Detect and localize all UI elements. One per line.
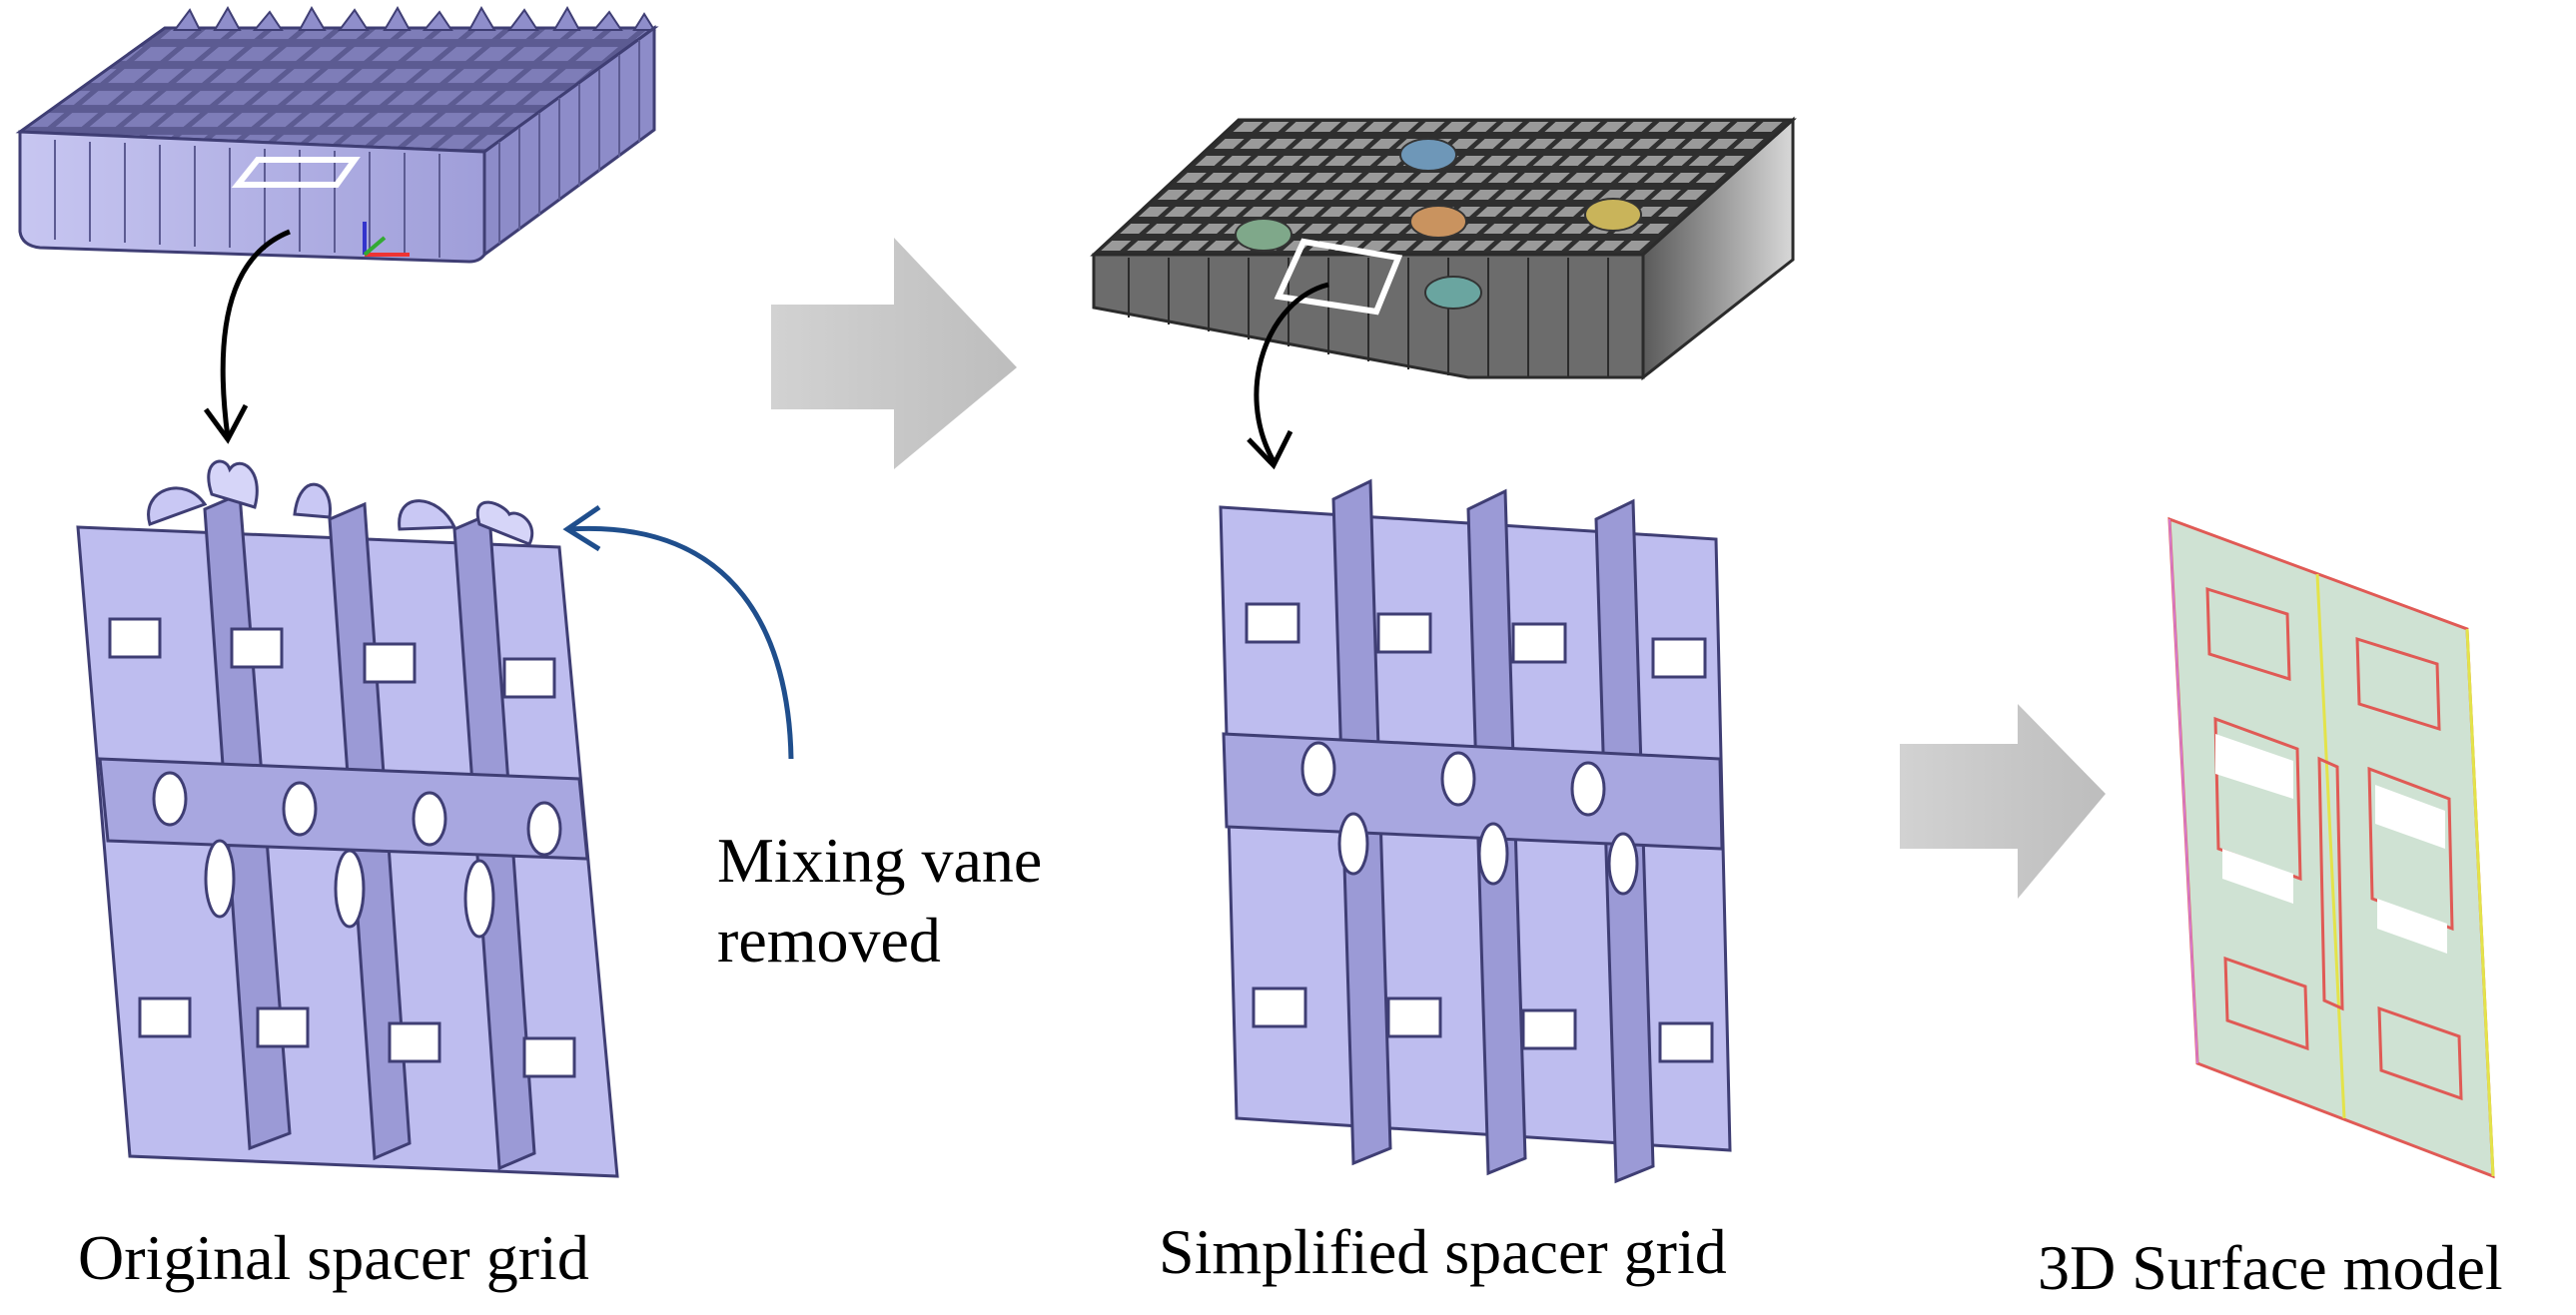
annotation-line-1: Mixing vane — [717, 825, 1043, 896]
surface-model — [2167, 516, 2495, 1179]
callout-arrow-icon — [220, 229, 291, 438]
process-arrow-icon — [771, 238, 1017, 469]
process-arrow-icon-2 — [1900, 704, 2106, 899]
annotation-line-2: removed — [717, 905, 941, 976]
simplified-grid-cell-detail — [1219, 478, 1732, 1184]
simplified-grid-assembly — [1090, 116, 1797, 381]
mixing-vane-row — [173, 5, 656, 31]
caption-simplified-grid: Simplified spacer grid — [1159, 1216, 1727, 1287]
caption-surface-model: 3D Surface model — [2038, 1232, 2503, 1303]
original-grid-cell-detail — [76, 459, 619, 1178]
vane-callout-arrow-icon — [568, 525, 794, 760]
vane-removed-annotation: Mixing vane removed — [717, 821, 1042, 981]
caption-original-grid: Original spacer grid — [78, 1222, 589, 1293]
simplified-callout-arrow-icon — [1254, 282, 1329, 463]
original-grid-assembly — [15, 5, 659, 264]
